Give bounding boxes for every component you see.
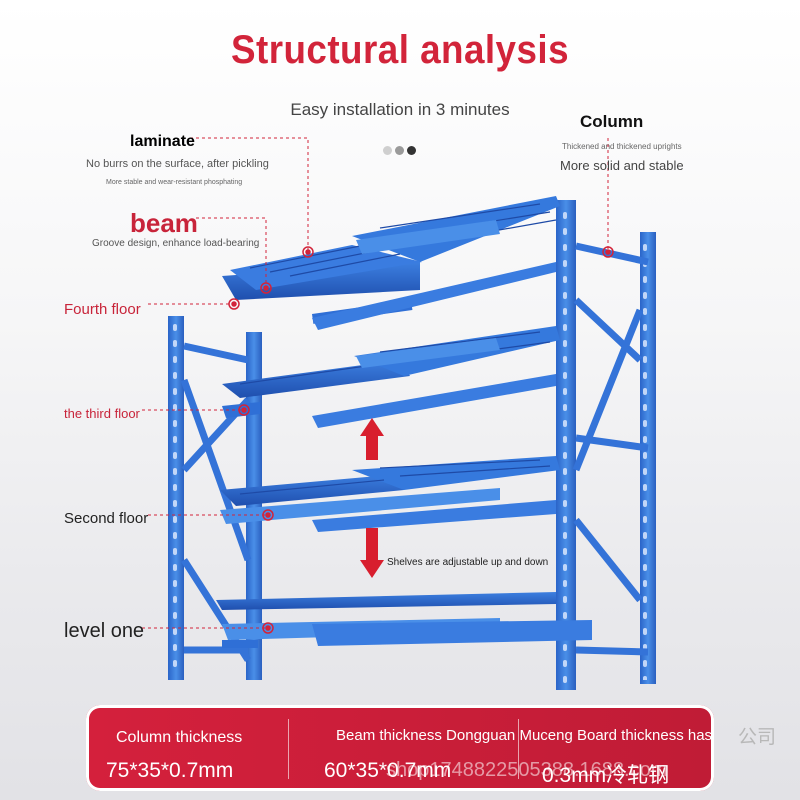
fourth-floor-label: Fourth floor — [64, 301, 141, 318]
spec-board-value: 0.3mm冷轧钢 — [542, 764, 670, 787]
level-one-label: level one — [64, 620, 145, 642]
third-floor-label: the third floor — [64, 406, 140, 421]
column-right-back — [640, 232, 656, 684]
shelf-second — [220, 456, 560, 532]
watermark-suffix: 公司 — [738, 727, 777, 748]
laminate-title: laminate — [130, 133, 195, 150]
right-bracing — [572, 242, 649, 656]
shelf-fourth — [222, 196, 560, 330]
shelf-first — [216, 592, 592, 648]
second-floor-label: Second floor — [64, 510, 149, 527]
spec-beam-value: 60*35*0.7mm — [324, 759, 452, 782]
column-left-back — [246, 332, 262, 680]
column-right-front — [556, 200, 576, 690]
column-title: Column — [580, 112, 644, 131]
column-line2: More solid and stable — [560, 158, 684, 173]
shelf-third — [222, 326, 560, 428]
callout-lines — [142, 137, 609, 629]
dot-3[interactable] — [407, 146, 416, 155]
spec-beam-label: Beam thickness Dongguan Muceng Board thi… — [336, 727, 713, 744]
laminate-line1: No burrs on the surface, after pickling — [86, 158, 269, 170]
page-subtitle: Easy installation in 3 minutes — [290, 100, 510, 119]
spec-divider-2 — [518, 719, 519, 779]
watermark-url: shop1748822505388.1688.com — [386, 759, 668, 781]
callout-markers — [228, 246, 614, 634]
spec-divider-1 — [288, 719, 289, 779]
adjustable-label: Shelves are adjustable up and down — [387, 557, 549, 568]
dot-2[interactable] — [395, 146, 404, 155]
beam-line1: Groove design, enhance load-bearing — [92, 238, 260, 249]
carousel-dots[interactable] — [383, 146, 416, 155]
beam-title: beam — [130, 208, 198, 238]
spec-column-label: Column thickness — [116, 729, 243, 746]
spec-column-value: 75*35*0.7mm — [106, 759, 234, 782]
column-left-front — [168, 316, 184, 680]
column-line1: Thickened and thickened uprights — [562, 142, 682, 151]
spec-bar: Column thickness 75*35*0.7mm Beam thickn… — [86, 705, 714, 791]
adjust-arrow-icon — [360, 418, 384, 578]
dot-1[interactable] — [383, 146, 392, 155]
page-title: Structural analysis — [230, 28, 570, 72]
laminate-line2: More stable and wear-resistant phosphati… — [106, 179, 243, 186]
